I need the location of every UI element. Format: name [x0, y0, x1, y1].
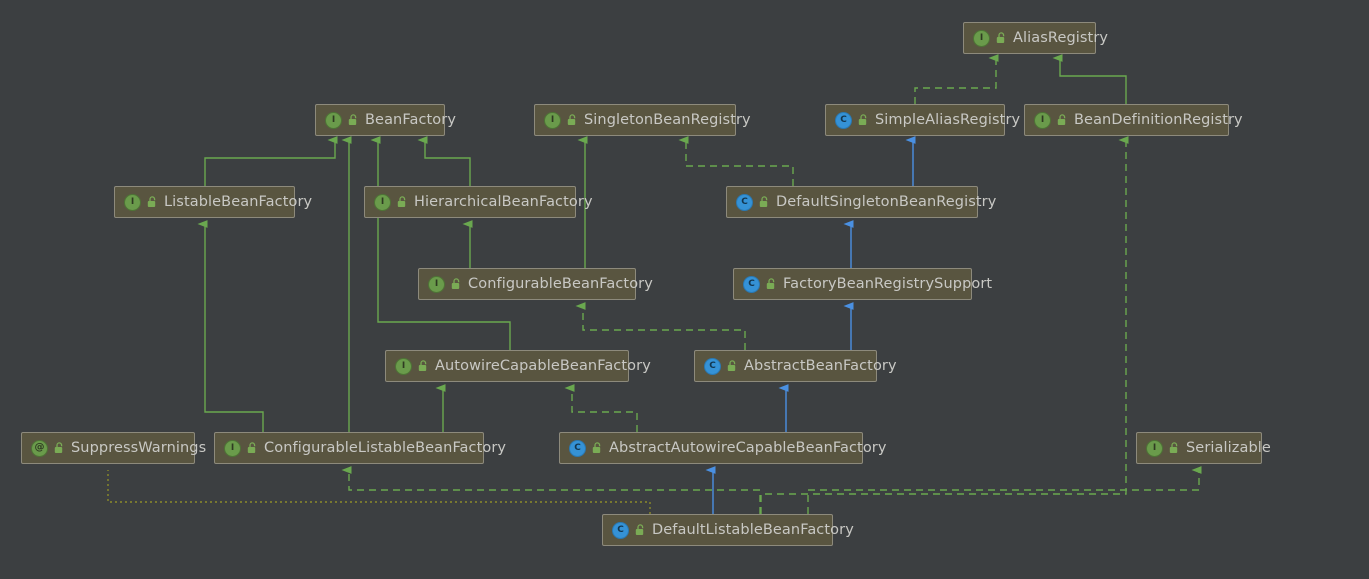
interface-badge-icon: I	[544, 111, 561, 129]
class-node-label: BeanDefinitionRegistry	[1074, 111, 1243, 128]
edge-AbstractBeanFactory-to-ConfigurableBeanFactory	[583, 306, 746, 350]
interface-badge-icon: I	[224, 439, 241, 457]
class-node-label: FactoryBeanRegistrySupport	[783, 275, 993, 292]
lock-icon	[592, 442, 603, 454]
lock-icon	[54, 442, 65, 454]
class-badge-icon: C	[743, 275, 760, 293]
class-node-label: AbstractBeanFactory	[744, 357, 897, 374]
lock-icon	[247, 442, 258, 454]
class-badge-icon: C	[704, 357, 721, 375]
interface-badge-icon: I	[124, 193, 141, 211]
class-node-label: AbstractAutowireCapableBeanFactory	[609, 439, 887, 456]
class-node-HierarchicalBeanFactory[interactable]: I HierarchicalBeanFactory	[364, 186, 593, 218]
class-node-ConfigurableListableBeanFactory[interactable]: I ConfigurableListableBeanFactory	[214, 432, 506, 464]
edge-BeanDefinitionRegistry-to-AliasRegistry	[1060, 58, 1127, 104]
lock-icon	[451, 278, 462, 290]
edge-AbstractAutowireCapableBeanFactory-to-AutowireCapableBeanFactory	[572, 388, 638, 432]
lock-icon	[996, 32, 1007, 44]
lock-icon	[858, 114, 869, 126]
class-badge-icon: C	[612, 521, 629, 539]
class-badge-icon: C	[736, 193, 753, 211]
class-node-label: AutowireCapableBeanFactory	[435, 357, 651, 374]
lock-icon	[397, 196, 408, 208]
class-node-label: DefaultListableBeanFactory	[652, 521, 854, 538]
lock-icon	[147, 196, 158, 208]
interface-badge-icon: I	[325, 111, 342, 129]
class-node-Serializable[interactable]: I Serializable	[1136, 432, 1271, 464]
interface-badge-icon: I	[973, 29, 990, 47]
interface-badge-icon: I	[428, 275, 445, 293]
lock-icon	[418, 360, 429, 372]
edge-DefaultListableBeanFactory-to-Serializable	[807, 470, 1199, 514]
class-node-DefaultSingletonBeanRegistry[interactable]: C DefaultSingletonBeanRegistry	[726, 186, 996, 218]
class-node-SingletonBeanRegistry[interactable]: I SingletonBeanRegistry	[534, 104, 751, 136]
edge-DefaultListableBeanFactory-to-ConfigurableListableBeanFactory	[349, 470, 761, 514]
lock-icon	[759, 196, 770, 208]
class-node-SuppressWarnings[interactable]: @ SuppressWarnings	[21, 432, 206, 464]
class-node-label: ConfigurableListableBeanFactory	[264, 439, 507, 456]
lock-icon	[727, 360, 738, 372]
annotation-badge-icon: @	[31, 439, 48, 457]
class-node-label: ListableBeanFactory	[164, 193, 313, 210]
lock-icon	[635, 524, 646, 536]
class-node-label: SimpleAliasRegistry	[875, 111, 1021, 128]
edge-AutowireCapableBeanFactory-to-BeanFactory	[378, 140, 511, 350]
class-node-label: ConfigurableBeanFactory	[468, 275, 653, 292]
interface-badge-icon: I	[395, 357, 412, 375]
edge-ListableBeanFactory-to-BeanFactory	[204, 140, 335, 186]
class-node-label: BeanFactory	[365, 111, 457, 128]
class-node-AutowireCapableBeanFactory[interactable]: I AutowireCapableBeanFactory	[385, 350, 651, 382]
edge-HierarchicalBeanFactory-to-BeanFactory	[425, 140, 471, 186]
class-node-label: Serializable	[1186, 439, 1271, 456]
interface-badge-icon: I	[1034, 111, 1051, 129]
class-node-SimpleAliasRegistry[interactable]: C SimpleAliasRegistry	[825, 104, 1020, 136]
class-node-label: SuppressWarnings	[71, 439, 207, 456]
class-node-BeanFactory[interactable]: I BeanFactory	[315, 104, 456, 136]
lock-icon	[1057, 114, 1068, 126]
edge-SimpleAliasRegistry-to-AliasRegistry	[914, 58, 996, 104]
class-node-AliasRegistry[interactable]: I AliasRegistry	[963, 22, 1108, 54]
class-node-label: HierarchicalBeanFactory	[414, 193, 593, 210]
edge-DefaultSingletonBeanRegistry-to-SingletonBeanRegistry	[686, 140, 794, 186]
lock-icon	[1169, 442, 1180, 454]
class-node-ListableBeanFactory[interactable]: I ListableBeanFactory	[114, 186, 312, 218]
class-badge-icon: C	[835, 111, 852, 129]
edge-DefaultListableBeanFactory-to-SuppressWarnings	[107, 470, 651, 514]
class-node-label: SingletonBeanRegistry	[584, 111, 751, 128]
class-node-label: AliasRegistry	[1013, 29, 1109, 46]
class-node-AbstractBeanFactory[interactable]: C AbstractBeanFactory	[694, 350, 897, 382]
class-node-DefaultListableBeanFactory[interactable]: C DefaultListableBeanFactory	[602, 514, 854, 546]
edge-ConfigurableListableBeanFactory-to-ListableBeanFactory	[205, 224, 264, 432]
class-node-FactoryBeanRegistrySupport[interactable]: C FactoryBeanRegistrySupport	[733, 268, 992, 300]
interface-badge-icon: I	[1146, 439, 1163, 457]
interface-badge-icon: I	[374, 193, 391, 211]
class-node-label: DefaultSingletonBeanRegistry	[776, 193, 997, 210]
lock-icon	[766, 278, 777, 290]
class-node-AbstractAutowireCapableBeanFactory[interactable]: C AbstractAutowireCapableBeanFactory	[559, 432, 886, 464]
lock-icon	[348, 114, 359, 126]
lock-icon	[567, 114, 578, 126]
class-node-ConfigurableBeanFactory[interactable]: I ConfigurableBeanFactory	[418, 268, 653, 300]
class-node-BeanDefinitionRegistry[interactable]: I BeanDefinitionRegistry	[1024, 104, 1243, 136]
class-badge-icon: C	[569, 439, 586, 457]
